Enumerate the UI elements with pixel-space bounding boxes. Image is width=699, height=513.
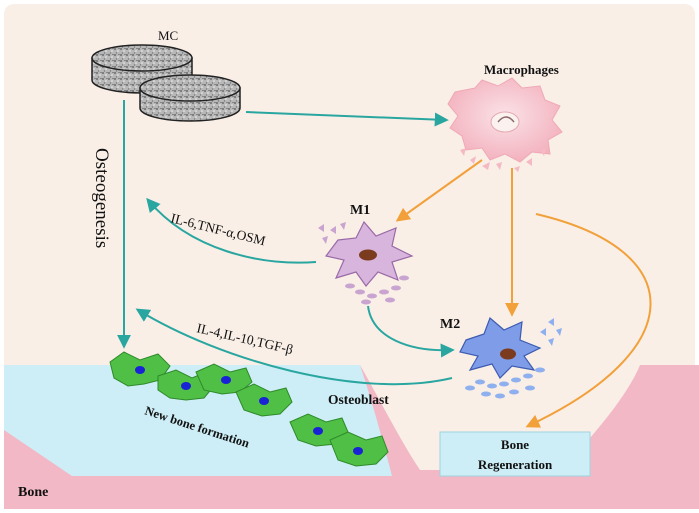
osteoblast-cell (329, 431, 389, 467)
arrow-m2-cytokines (135, 308, 453, 386)
m1-label: M1 (350, 203, 370, 218)
arrow-m1-to-m2 (367, 305, 455, 358)
mc-scaffold-icon (91, 44, 241, 122)
osteoblast-label: Osteoblast (328, 392, 389, 407)
bone-regeneration-line1: Bone (501, 437, 529, 452)
macrophages-label: Macrophages (484, 62, 559, 77)
osteoblast-cell (235, 383, 293, 417)
osteoblast-cells (109, 351, 389, 467)
osteogenesis-label: Osteogenesis (91, 148, 112, 248)
new-bone-zone (4, 365, 392, 476)
mc-disc-2 (139, 74, 241, 122)
m2-label: M2 (440, 317, 460, 332)
arrow-m1-cytokines (146, 197, 317, 264)
macrophage-cell (447, 77, 563, 172)
m1-cell (318, 220, 414, 305)
arrow-mc-to-macrophages (245, 111, 449, 127)
arrow-macrophage-to-m1 (395, 159, 483, 222)
osteoblast-cell (195, 363, 253, 395)
bone-regeneration-box: Bone Regeneration (439, 431, 591, 477)
osteoblast-cell (109, 351, 171, 387)
arrow-macrophage-to-regeneration (525, 213, 652, 428)
bone-label: Bone (18, 485, 48, 500)
mc-label: MC (158, 28, 178, 43)
bone-regeneration-line2: Regeneration (478, 457, 553, 472)
m2-cell (459, 316, 562, 399)
